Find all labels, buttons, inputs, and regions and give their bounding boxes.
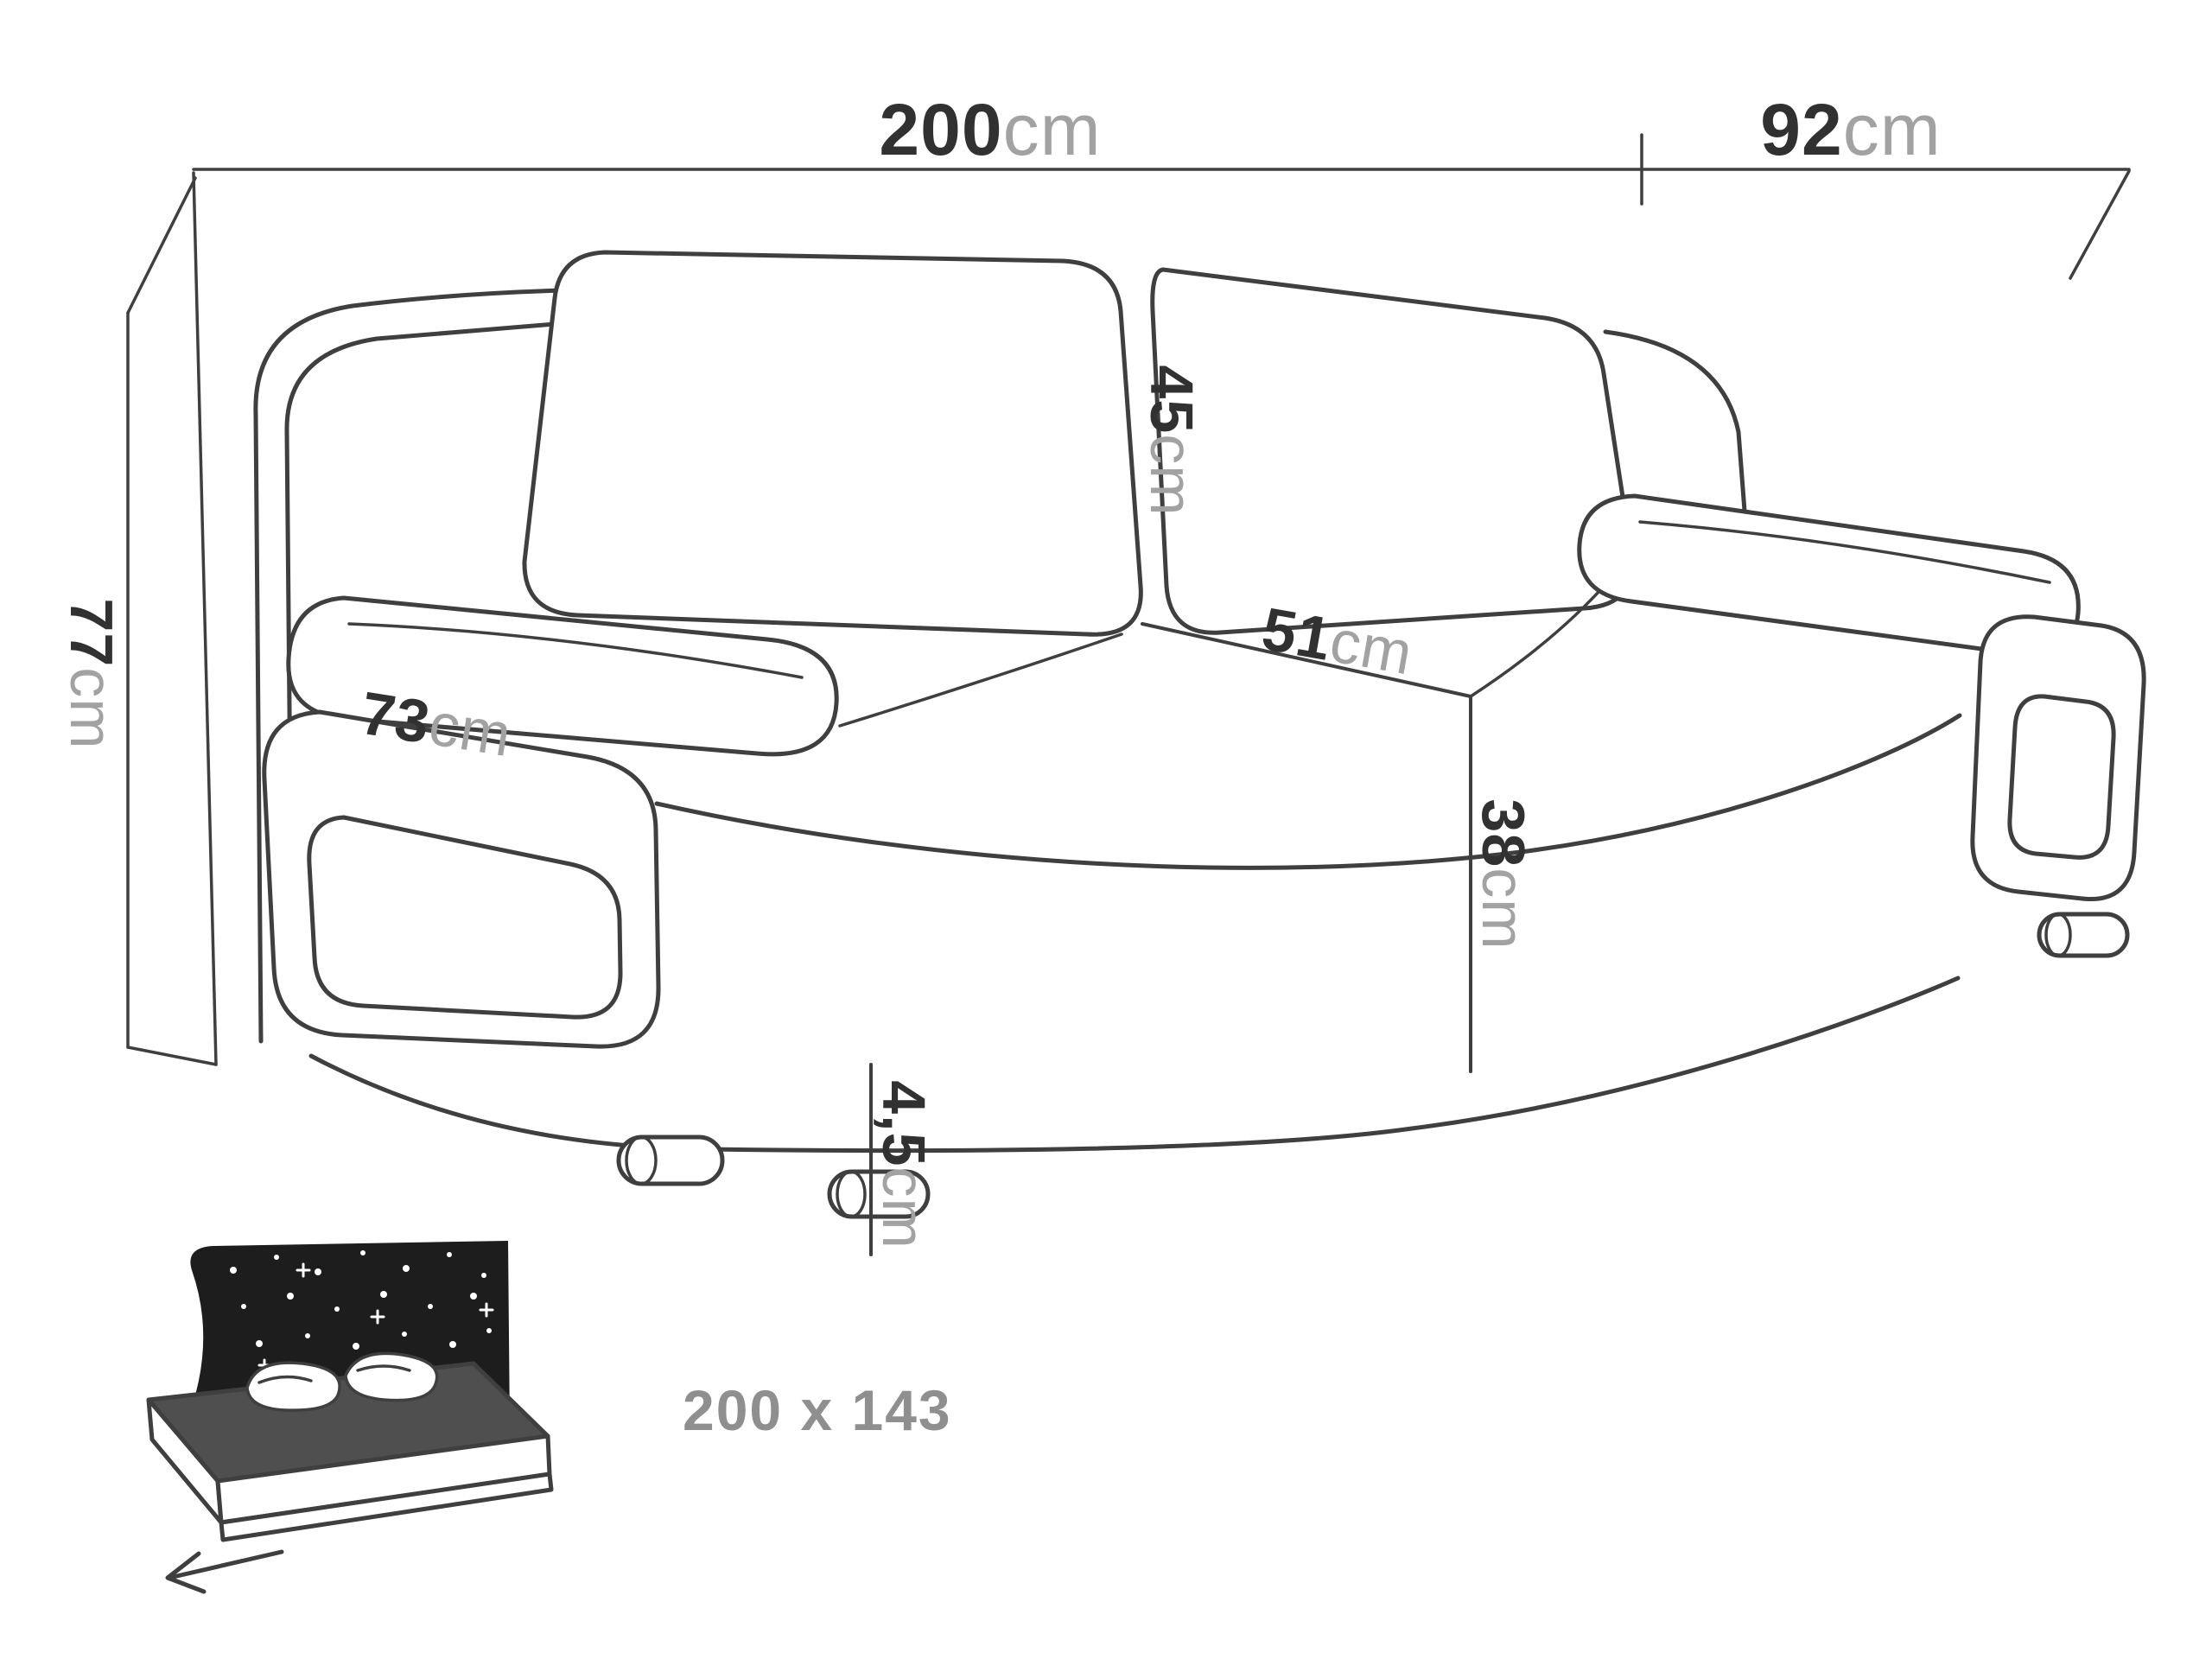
sleeping-area-label: 200 x 143 xyxy=(683,1378,952,1442)
dim-seat-depth-value: 51 xyxy=(1256,594,1338,674)
armrest-left-panel-cutout xyxy=(307,815,623,1020)
armrest-left-pad xyxy=(286,595,839,757)
seat-front-bottom-edge xyxy=(308,976,1961,1154)
dimension-lines xyxy=(126,133,2131,1066)
seat-front-top-edge xyxy=(654,713,1962,870)
dim-width-value: 200 xyxy=(879,89,1003,170)
dim-height: 77cm xyxy=(58,598,125,750)
armrest-left-contour xyxy=(347,622,804,679)
seat-body xyxy=(560,594,1989,1160)
sofa-outline xyxy=(253,250,2146,1256)
dim-depth-unit: cm xyxy=(1842,89,1942,170)
dim-seat-height-unit: cm xyxy=(1470,868,1537,950)
back-frame-right xyxy=(1603,329,1753,592)
dim-back-cushion-height: 45cm xyxy=(1138,365,1205,517)
dim-back-cushion-unit: cm xyxy=(1138,434,1205,517)
dim-seat-height-value: 38 xyxy=(1470,798,1537,868)
sofa-legs xyxy=(616,912,2130,1219)
dim-armrest-value: 73 xyxy=(356,678,435,757)
armrest-right-panel-cutout xyxy=(2007,694,2116,860)
dim-depth-value: 92 xyxy=(1760,89,1843,170)
dim-seat-depth-unit: cm xyxy=(1325,607,1419,688)
back-frame-left xyxy=(253,288,566,1044)
dim-back-cushion-value: 45 xyxy=(1138,365,1205,435)
armrest-left-panel xyxy=(262,709,661,1049)
dim-leg-height: 4,5cm xyxy=(870,1080,938,1249)
dim-seat-height: 38cm xyxy=(1470,798,1537,950)
back-frame-left-inner xyxy=(284,321,568,988)
pillow-right xyxy=(344,1351,439,1402)
dim-leg-height-unit: cm xyxy=(870,1166,938,1249)
dim-width-unit: cm xyxy=(1002,89,1102,170)
dim-height-unit: cm xyxy=(58,667,125,750)
dim-depth: 92cm xyxy=(1760,93,1941,166)
seat-seam-left xyxy=(838,632,1123,728)
unfold-arrow-icon xyxy=(165,1549,284,1594)
seat-seam-right xyxy=(1469,579,1611,698)
mattress-base xyxy=(219,1471,554,1542)
armrest-right-contour xyxy=(1638,520,2051,584)
sofa-bed-icon xyxy=(146,1241,554,1594)
armrest-right-panel xyxy=(1970,614,2146,902)
back-cushion-right xyxy=(1150,267,1635,635)
dim-height-value: 77 xyxy=(58,598,125,668)
dim-width: 200cm xyxy=(879,93,1101,166)
interior-dimension-lines xyxy=(869,622,1472,1256)
dim-armrest-unit: cm xyxy=(424,690,517,770)
dim-leg-height-value: 4,5 xyxy=(870,1080,938,1167)
back-cushion-left xyxy=(522,250,1143,637)
pillow-left xyxy=(245,1361,341,1412)
